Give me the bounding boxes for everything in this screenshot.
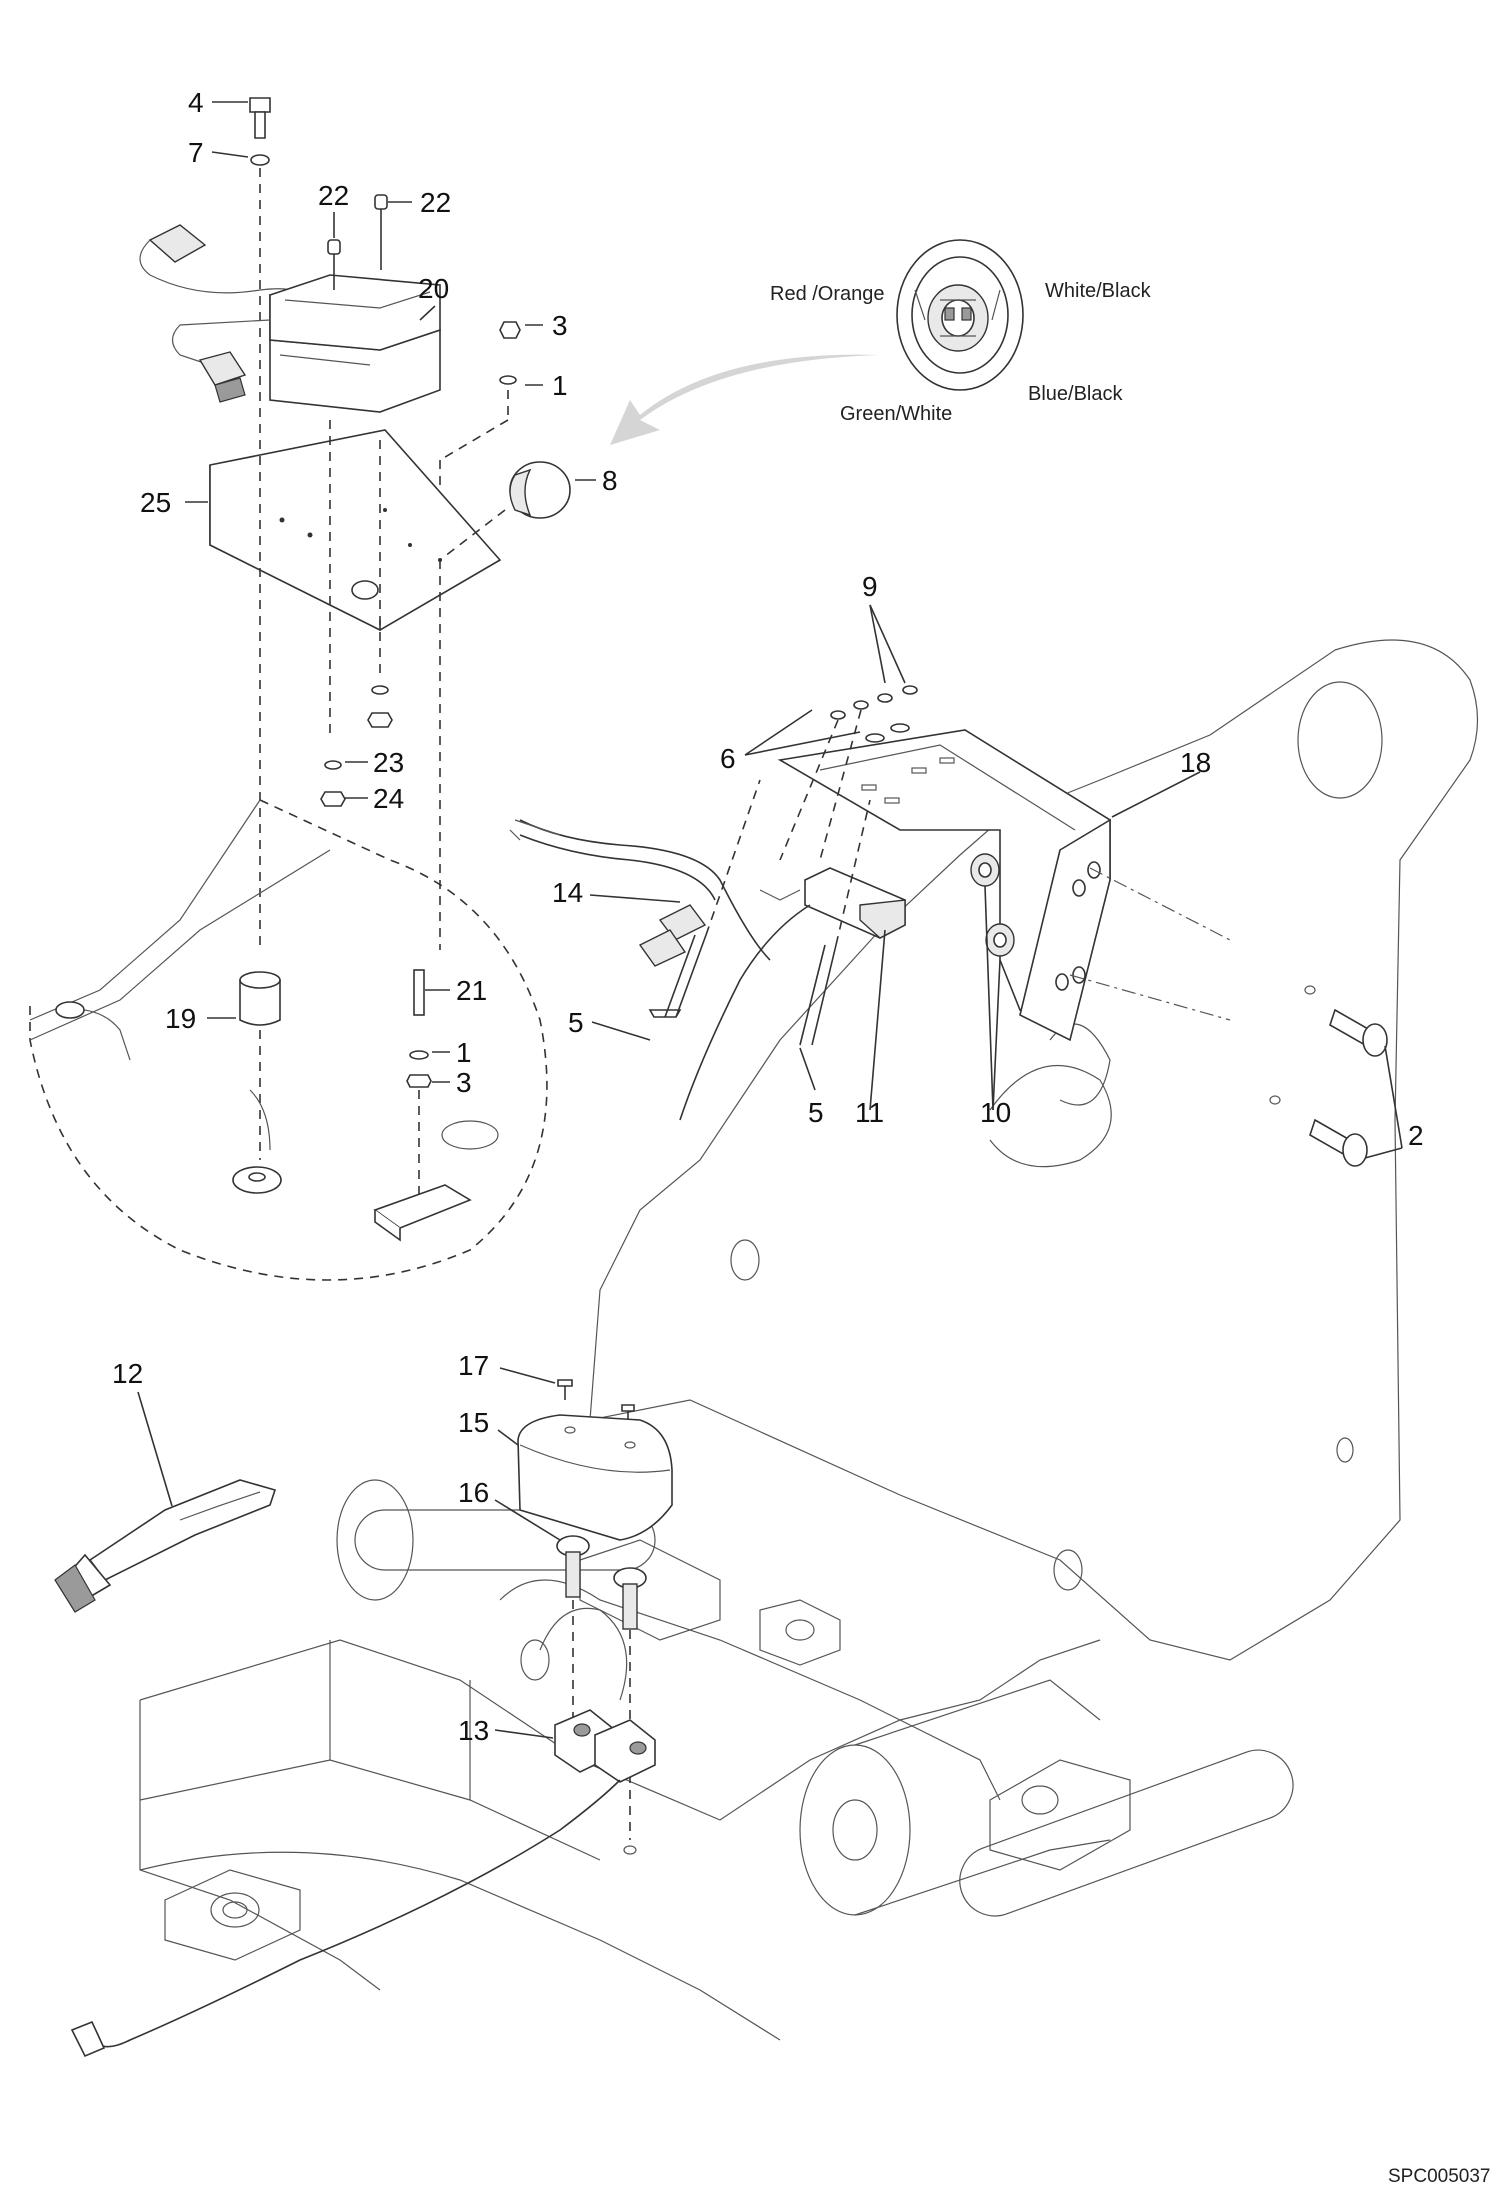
lower-sensor-assembly [54,1379,673,2058]
wire-label-blue-black: Blue/Black [1028,383,1123,405]
label-part-14: 14 [552,877,583,908]
label-part-21: 21 [456,975,487,1006]
label-part-5a: 5 [568,1007,584,1038]
label-part-6: 6 [720,743,736,774]
sensor-bracket-assembly [509,685,1388,1167]
label-part-3b: 3 [456,1067,472,1098]
label-part-24: 24 [373,783,404,814]
drawing-reference-code: SPC005037 [1388,2166,1490,2187]
label-part-13: 13 [458,1715,489,1746]
label-part-5b: 5 [808,1097,824,1128]
label-part-2: 2 [1408,1120,1424,1151]
label-part-3a: 3 [552,310,568,341]
label-part-22a: 22 [318,180,349,211]
label-part-1a: 1 [552,370,568,401]
wire-label-red-orange: Red /Orange [770,283,885,305]
label-part-20: 20 [418,273,449,304]
label-part-17: 17 [458,1350,489,1381]
label-part-1b: 1 [456,1037,472,1068]
label-part-7: 7 [188,137,204,168]
label-part-25: 25 [140,487,171,518]
label-part-11: 11 [855,1097,884,1128]
leader-lines [137,101,1403,1739]
wire-label-green-white: Green/White [840,403,952,425]
label-part-19: 19 [165,1003,196,1034]
wire-label-white-black: White/Black [1045,280,1152,302]
control-box-assembly [29,97,880,1281]
label-part-4: 4 [188,87,204,118]
label-part-16: 16 [458,1477,489,1508]
label-part-12: 12 [112,1358,143,1389]
label-part-10: 10 [980,1097,1011,1128]
label-part-8: 8 [602,465,618,496]
connector-wire-labels: Red /Orange White/Black Green/White Blue… [770,280,1152,425]
label-part-22b: 22 [420,187,451,218]
part-number-labels: 4 7 22 22 20 3 1 8 25 23 24 21 19 1 3 9 … [112,87,1424,1746]
label-part-9: 9 [862,571,878,602]
label-part-18: 18 [1180,747,1211,778]
label-part-23: 23 [373,747,404,778]
connector-pinout [896,239,1024,391]
label-part-15: 15 [458,1407,489,1438]
machine-frame [139,639,1479,2041]
